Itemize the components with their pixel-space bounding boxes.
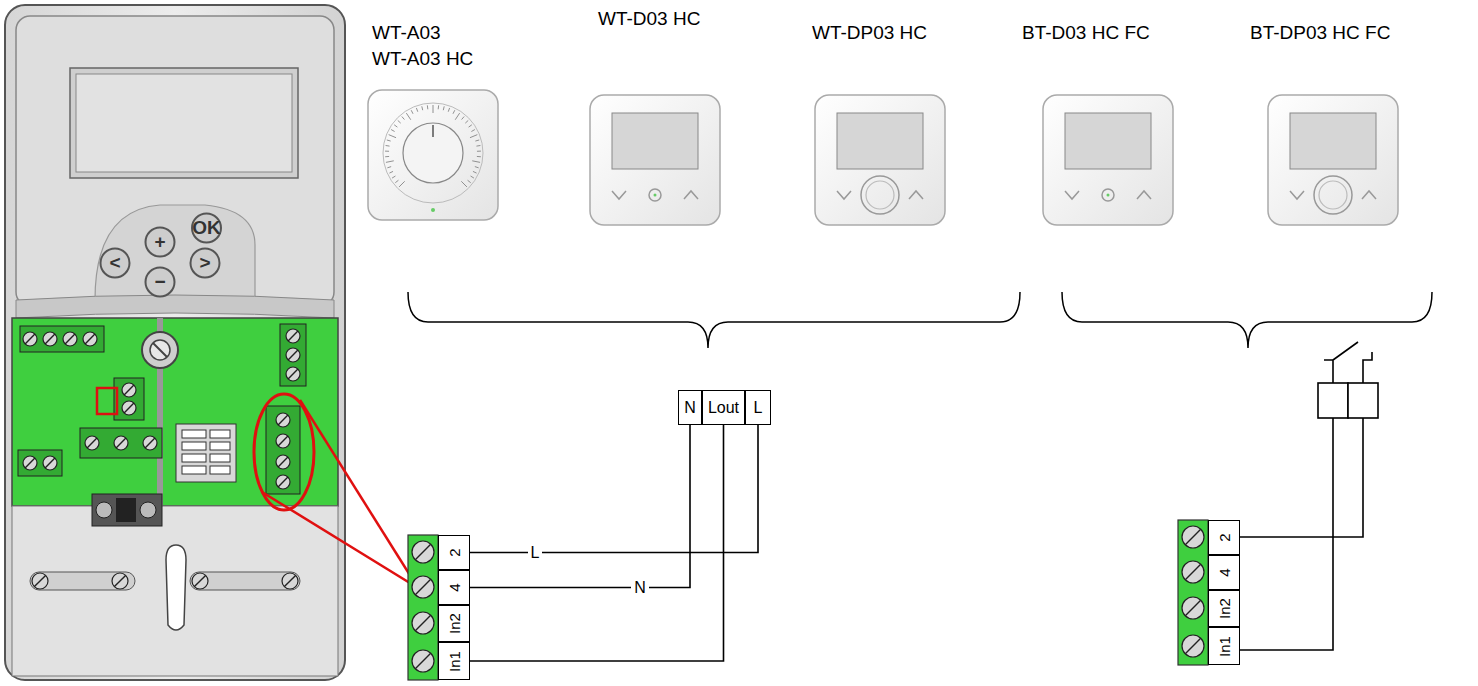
model-label: WT-A03 bbox=[372, 22, 441, 44]
button-key: > bbox=[189, 247, 221, 279]
thermostat-terminal: L bbox=[745, 390, 771, 425]
node-text: 2 bbox=[1216, 533, 1233, 541]
node-text: In1 bbox=[1215, 636, 1232, 657]
wire-label: L bbox=[528, 544, 543, 562]
model-label: BT-DP03 HC FC bbox=[1250, 22, 1390, 44]
terminal-cell: 4 bbox=[438, 570, 470, 605]
terminal-cell: 2 bbox=[438, 535, 470, 570]
model-label: WT-DP03 HC bbox=[812, 22, 927, 44]
terminal-cell: In2 bbox=[438, 605, 470, 642]
terminal-cell: In1 bbox=[1208, 627, 1240, 665]
wire bbox=[470, 425, 690, 588]
terminal-cell: 4 bbox=[1208, 555, 1240, 590]
node-text: In2 bbox=[445, 613, 462, 634]
node-text: 4 bbox=[446, 583, 463, 591]
node-text: L bbox=[754, 399, 763, 417]
thermostat-terminal: Lout bbox=[702, 390, 745, 425]
terminal-block bbox=[1178, 520, 1208, 665]
group-bracket bbox=[408, 292, 1020, 348]
node-text: 4 bbox=[1216, 568, 1233, 576]
thermostat-icons bbox=[368, 90, 1398, 225]
model-label: WT-A03 HC bbox=[372, 48, 473, 70]
node-text: 2 bbox=[446, 548, 463, 556]
node-text: + bbox=[154, 231, 165, 253]
terminal-cell: In1 bbox=[438, 642, 470, 680]
node-text: N bbox=[684, 399, 696, 417]
node-text: − bbox=[154, 271, 165, 293]
group-bracket bbox=[1062, 292, 1432, 348]
button-key: + bbox=[144, 226, 176, 258]
button-key: OK bbox=[189, 212, 224, 244]
node-text: OK bbox=[192, 217, 221, 239]
node-text: In1 bbox=[445, 651, 462, 672]
node-text: > bbox=[199, 252, 210, 274]
button-key: < bbox=[99, 247, 131, 279]
terminal-block bbox=[408, 535, 438, 680]
wire bbox=[470, 425, 724, 661]
controller-housing bbox=[5, 5, 418, 680]
node-text: In2 bbox=[1215, 598, 1232, 619]
switch-contact bbox=[1240, 342, 1378, 650]
thermostat-terminal: N bbox=[678, 390, 702, 425]
node-text: < bbox=[109, 252, 120, 274]
wire bbox=[470, 425, 758, 553]
wire-label: N bbox=[631, 579, 649, 597]
model-label: WT-D03 HC bbox=[598, 8, 700, 30]
terminal-cell: In2 bbox=[1208, 590, 1240, 627]
model-label: BT-D03 HC FC bbox=[1022, 22, 1150, 44]
button-key: − bbox=[144, 266, 176, 298]
node-text: Lout bbox=[708, 399, 739, 417]
terminal-cell: 2 bbox=[1208, 520, 1240, 555]
